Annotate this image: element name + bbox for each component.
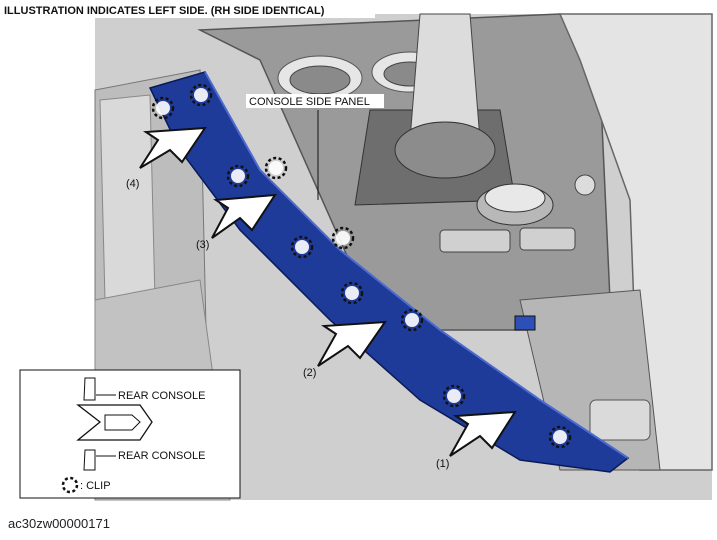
clip-icon [290, 235, 314, 259]
arrow-step-4-icon [139, 126, 207, 169]
clip-icon [226, 164, 250, 188]
clip-icon [264, 156, 288, 180]
clip-icon [189, 83, 213, 107]
legend-rear-console-bottom: REAR CONSOLE [118, 450, 205, 462]
figure-id: ac30zw00000171 [8, 516, 110, 531]
clip-icon [151, 96, 175, 120]
clip-icon [331, 226, 355, 250]
step-label-2: (2) [303, 367, 316, 379]
clip-markers [151, 83, 572, 449]
clip-icon [340, 281, 364, 305]
clip-icon [400, 308, 424, 332]
step-label-1: (1) [436, 458, 449, 470]
illustration-note: ILLUSTRATION INDICATES LEFT SIDE. (RH SI… [4, 5, 325, 17]
step-label-3: (3) [196, 239, 209, 251]
legend-rear-console-top: REAR CONSOLE [118, 390, 205, 402]
arrow-step-3-icon [211, 193, 277, 239]
legend-clip-icon [61, 476, 79, 494]
console-side-panel-label: CONSOLE SIDE PANEL [249, 96, 370, 108]
clip-icon [548, 425, 572, 449]
legend-clip-label: : CLIP [80, 480, 111, 492]
removal-arrows [139, 126, 517, 457]
step-label-4: (4) [126, 178, 139, 190]
clip-legend: REAR CONSOLE REAR CONSOLE : CLIP [19, 369, 241, 499]
clip-icon [442, 384, 466, 408]
arrow-step-1-icon [449, 410, 517, 457]
arrow-step-2-icon [317, 320, 388, 367]
